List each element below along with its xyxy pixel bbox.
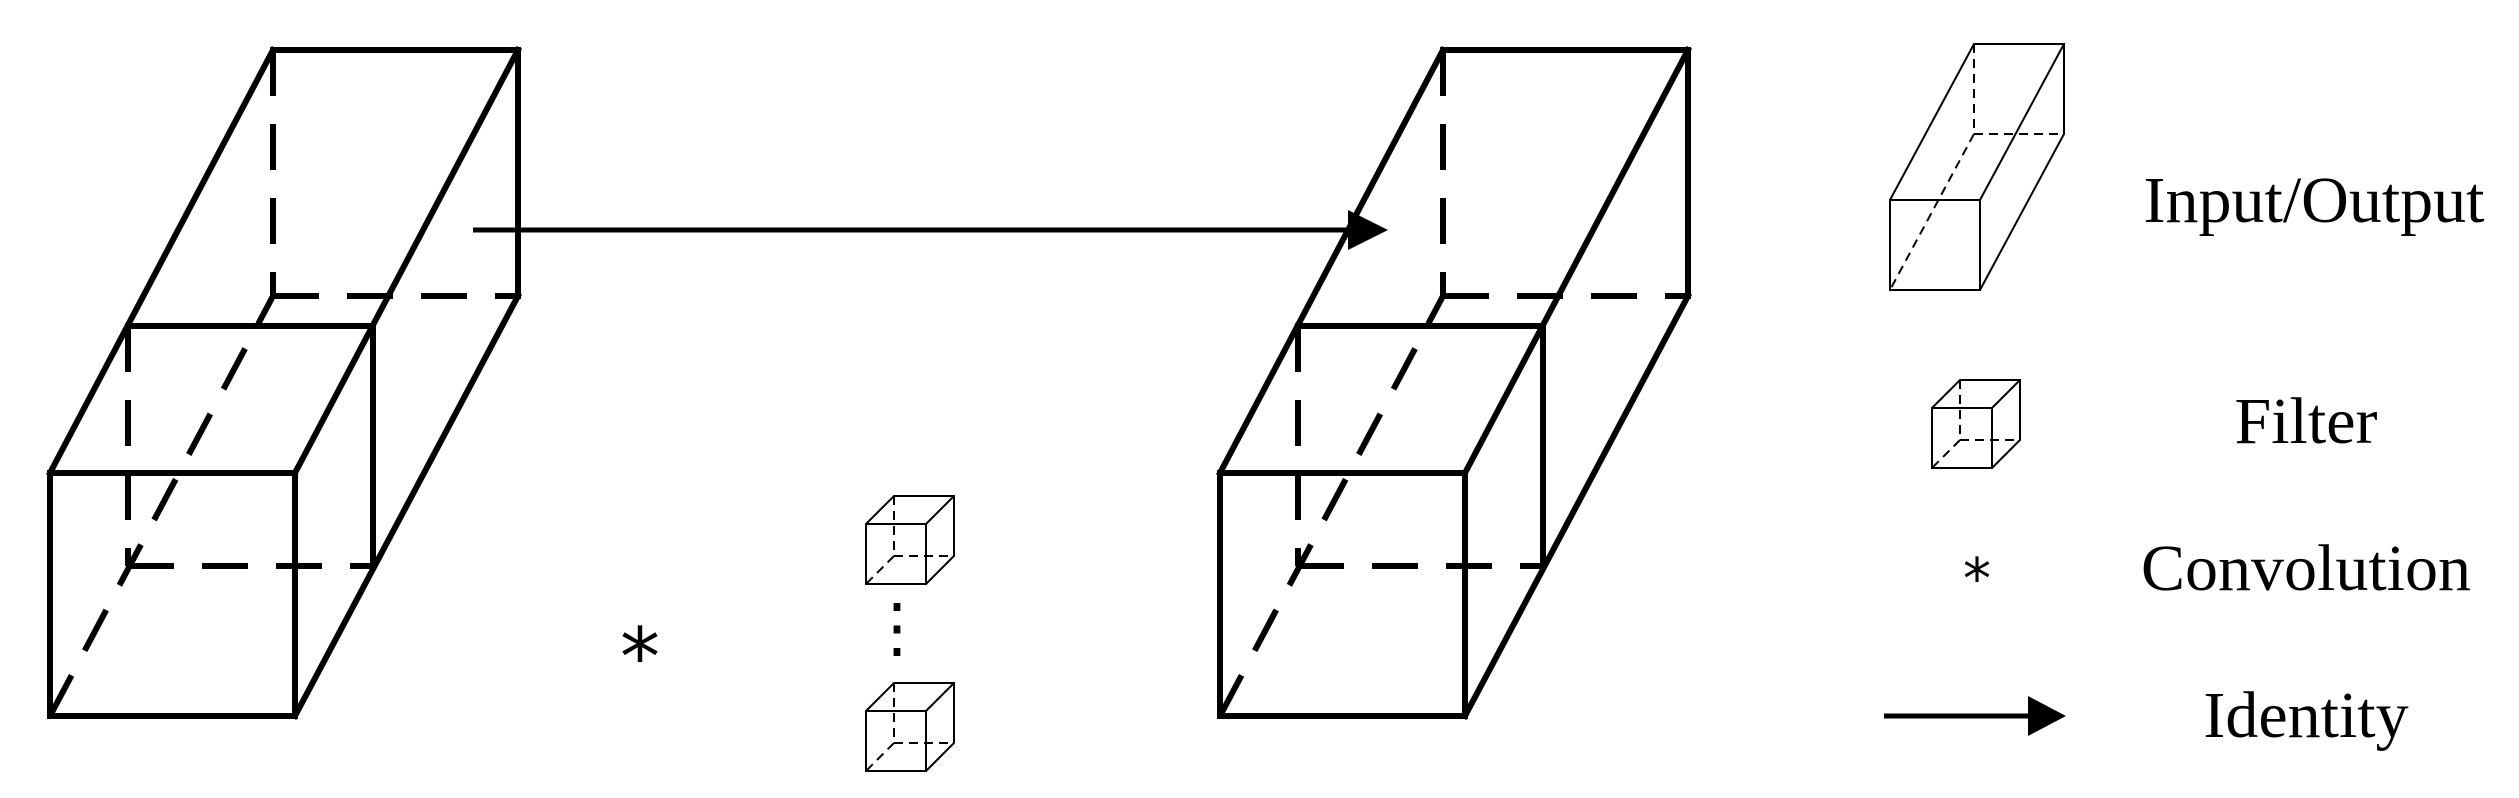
input-block-slice (125, 323, 376, 569)
filter-stack: ⋮ (864, 495, 955, 772)
identity-arrow-head (1348, 210, 1388, 250)
filter-cube-bottom (865, 682, 955, 772)
input-block-edge (290, 45, 523, 478)
input-block (45, 45, 523, 721)
legend-filter-label: Filter (2235, 385, 2378, 458)
legend-input-output-icon (1889, 43, 2065, 291)
output-block (1215, 45, 1693, 721)
output-block-edge (1460, 45, 1693, 478)
legend-convolution-icon: * (1963, 547, 1991, 612)
input-block-edge (290, 291, 523, 721)
legend-convolution-label: Convolution (2141, 532, 2471, 605)
legend: Input/Output Filter * Convolution Identi… (1884, 43, 2485, 752)
filter-ellipsis: ⋮ (864, 592, 930, 665)
legend-identity-label: Identity (2203, 679, 2408, 752)
output-block-back-face (1440, 47, 1691, 299)
legend-input-output-label: Input/Output (2144, 164, 2485, 237)
input-block-front-face (47, 470, 298, 719)
input-block-back-face (270, 47, 521, 299)
input-block-edge (45, 45, 278, 478)
output-block-hidden-edge (1217, 294, 1446, 718)
filter-cube-top (865, 495, 955, 585)
output-block-front-face (1217, 470, 1468, 719)
output-block-slice (1295, 323, 1546, 569)
legend-filter-icon (1931, 379, 2021, 469)
identity-arrow (473, 210, 1388, 250)
output-block-edge (1215, 45, 1448, 478)
output-block-edge (1460, 291, 1693, 721)
legend-identity-icon (1884, 696, 2066, 736)
input-block-hidden-edge (47, 294, 276, 718)
convolution-operator: * (620, 611, 660, 704)
